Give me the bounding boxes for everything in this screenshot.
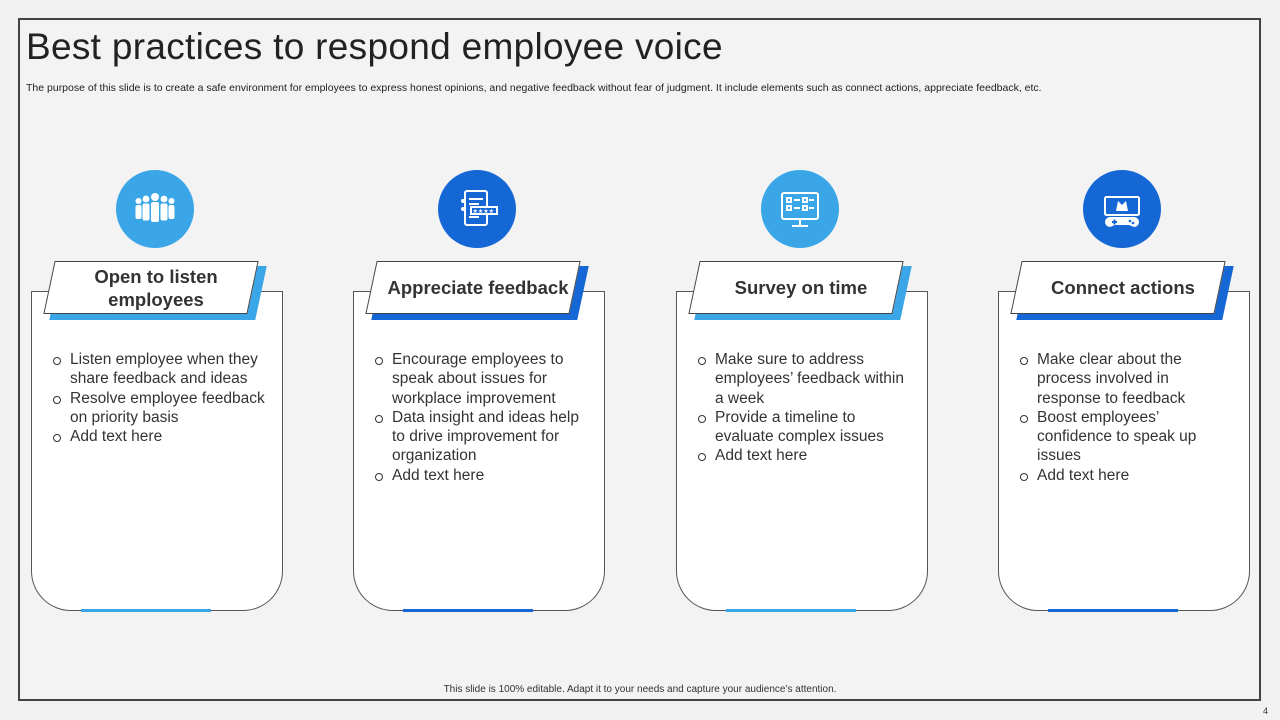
column-heading: Appreciate feedback [387, 277, 569, 298]
team-icon [116, 170, 194, 248]
slide-title: Best practices to respond employee voice [26, 26, 723, 67]
survey-monitor-icon [761, 170, 839, 248]
rating-document-icon: ★★★★ [438, 170, 516, 248]
card-accent [1048, 609, 1178, 612]
bullet-list: Make clear about the process involved in… [1020, 350, 1235, 485]
column-open-to-listen: Open to listen employees Listen employee… [31, 170, 283, 620]
bullet-list: Make sure to address employees’ feedback… [698, 350, 913, 466]
list-item: Resolve employee feedback on priority ba… [53, 389, 268, 428]
list-item: Listen employee when they share feedback… [53, 350, 268, 389]
list-item: Add text here [375, 466, 590, 485]
list-item: Add text here [1020, 466, 1235, 485]
column-connect-actions: Connect actions Make clear about the pro… [998, 170, 1250, 620]
slide-footer: This slide is 100% editable. Adapt it to… [443, 684, 837, 695]
card [31, 291, 283, 611]
column-survey-on-time: Survey on time Make sure to address empl… [676, 170, 928, 620]
list-item: Make clear about the process involved in… [1020, 350, 1235, 408]
list-item: Add text here [53, 427, 268, 446]
list-item: Add text here [698, 446, 913, 465]
bullet-list: Encourage employees to speak about issue… [375, 350, 590, 485]
column-heading: Survey on time [734, 277, 868, 298]
bullet-list: Listen employee when they share feedback… [53, 350, 268, 446]
list-item: Provide a timeline to evaluate complex i… [698, 408, 913, 447]
page-number: 4 [1262, 706, 1268, 716]
column-heading: Connect actions [1051, 277, 1195, 298]
column-appreciate-feedback: ★★★★ Appreciate feedback Encourage emplo… [353, 170, 605, 620]
slide-subtitle: The purpose of this slide is to create a… [26, 82, 1042, 94]
list-item: Boost employees’ confidence to speak up … [1020, 408, 1235, 466]
card-accent [81, 609, 211, 612]
card-accent [403, 609, 533, 612]
svg-text:★★★★: ★★★★ [473, 208, 495, 215]
list-item: Make sure to address employees’ feedback… [698, 350, 913, 408]
card [998, 291, 1250, 611]
game-controller-icon [1083, 170, 1161, 248]
card [353, 291, 605, 611]
list-item: Data insight and ideas help to drive imp… [375, 408, 590, 466]
list-item: Encourage employees to speak about issue… [375, 350, 590, 408]
card-accent [726, 609, 856, 612]
card [676, 291, 928, 611]
column-heading: Open to listen employees [94, 265, 218, 310]
